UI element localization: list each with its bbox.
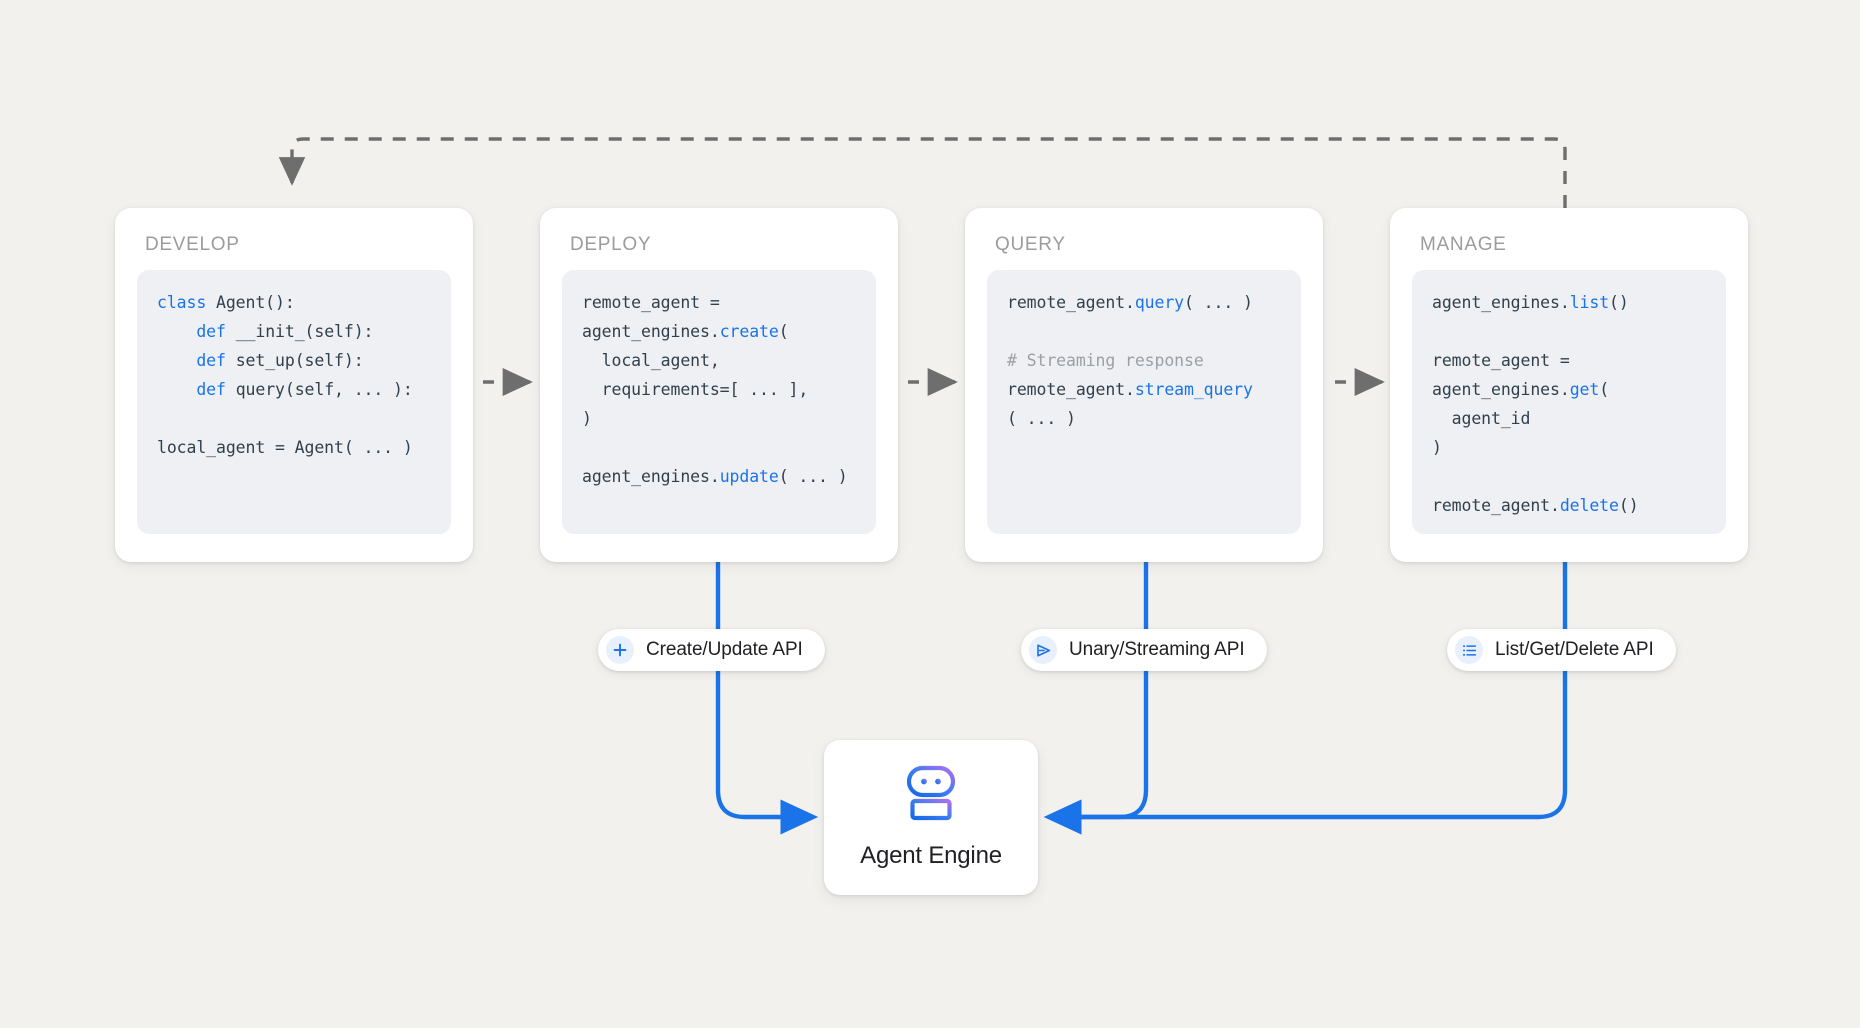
plus-icon xyxy=(606,636,634,664)
stage-card-develop[interactable]: DEVELOP class Agent(): def __init_(self)… xyxy=(115,208,473,562)
wire-query-to-agent-engine xyxy=(1043,562,1149,835)
code-text-query: remote_agent.query( ... ) # Streaming re… xyxy=(1007,293,1253,428)
code-block-query: remote_agent.query( ... ) # Streaming re… xyxy=(987,270,1301,534)
list-icon xyxy=(1455,636,1483,664)
robot-icon xyxy=(899,765,963,828)
api-pill-unary-streaming[interactable]: Unary/Streaming API xyxy=(1021,629,1267,671)
code-block-deploy: remote_agent = agent_engines.create( loc… xyxy=(562,270,876,534)
code-text-manage: agent_engines.list() remote_agent = agen… xyxy=(1432,293,1639,515)
stage-card-deploy[interactable]: DEPLOY remote_agent = agent_engines.crea… xyxy=(540,208,898,562)
send-arrow-icon xyxy=(1029,636,1057,664)
stage-card-manage[interactable]: MANAGE agent_engines.list() remote_agent… xyxy=(1390,208,1748,562)
api-pill-label-list-get-delete: List/Get/Delete API xyxy=(1495,639,1654,660)
api-pill-label-unary-streaming: Unary/Streaming API xyxy=(1069,639,1245,660)
wire-deploy-to-agent-engine xyxy=(715,562,819,835)
stage-title-develop: DEVELOP xyxy=(145,234,240,255)
wire-manage-to-agent-engine xyxy=(1043,562,1568,835)
code-text-develop: class Agent(): def __init_(self): def se… xyxy=(157,293,413,457)
agent-engine-label: Agent Engine xyxy=(860,842,1002,869)
stage-title-query: QUERY xyxy=(995,234,1066,255)
api-pill-create-update[interactable]: Create/Update API xyxy=(598,629,825,671)
stage-title-manage: MANAGE xyxy=(1420,234,1507,255)
agent-engine-node[interactable]: Agent Engine xyxy=(824,740,1038,895)
api-pill-list-get-delete[interactable]: List/Get/Delete API xyxy=(1447,629,1676,671)
feedback-loop-dashed xyxy=(278,137,1567,208)
stage-title-deploy: DEPLOY xyxy=(570,234,652,255)
api-pill-label-create-update: Create/Update API xyxy=(646,639,803,660)
code-block-develop: class Agent(): def __init_(self): def se… xyxy=(137,270,451,534)
code-text-deploy: remote_agent = agent_engines.create( loc… xyxy=(582,293,848,486)
code-block-manage: agent_engines.list() remote_agent = agen… xyxy=(1412,270,1726,534)
stage-card-query[interactable]: QUERY remote_agent.query( ... ) # Stream… xyxy=(965,208,1323,562)
